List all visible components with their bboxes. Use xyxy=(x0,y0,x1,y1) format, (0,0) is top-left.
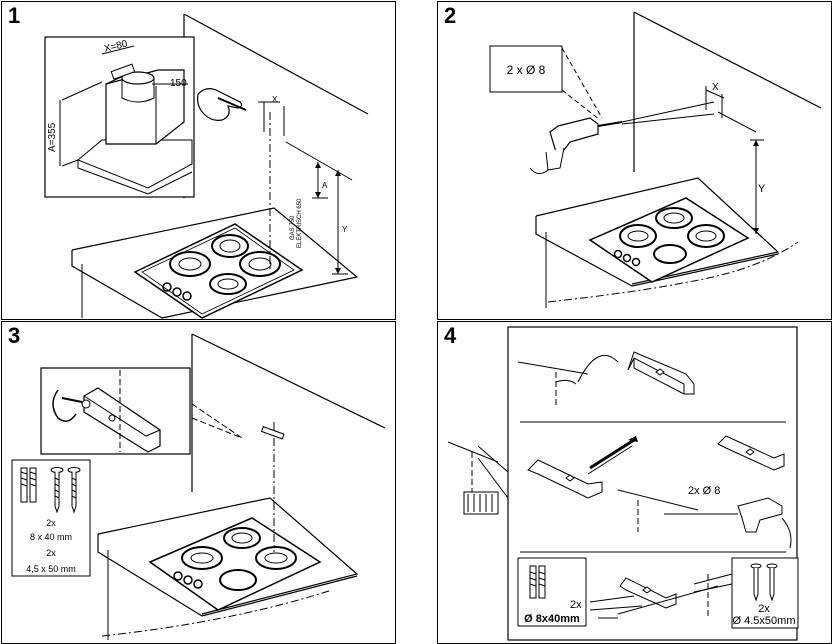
step-number: 4 xyxy=(444,323,457,348)
fixing-qty-2: 2x xyxy=(46,548,56,558)
label-x: X xyxy=(272,95,278,104)
fixing-size-2: 4,5 x 50 mm xyxy=(26,564,76,574)
label-a355: A=355 xyxy=(47,122,58,152)
panel-4: 4 2x Ø 8 xyxy=(437,321,832,644)
label-screw: Ø 4.5x50mm xyxy=(733,615,796,627)
label-elektrisch: ELEKTRISCH 650 xyxy=(297,198,303,248)
step-number: 2 xyxy=(444,3,457,28)
step-4-illustration: 2x Ø 8 2x Ø 8x40mm 2x Ø 4.5x50mm xyxy=(447,326,799,641)
step-1-illustration: X=80 150 A=355 X A Y GAS 750 ELEKTRISCH … xyxy=(44,13,369,319)
fixing-size-1: 8 x 40 mm xyxy=(30,532,72,542)
panel-3: 3 xyxy=(1,321,396,644)
label-gas: GAS 750 xyxy=(290,215,296,240)
step-3-illustration: 2x 8 x 40 mm 2x 4,5 x 50 mm xyxy=(11,333,386,640)
step-number: 1 xyxy=(8,3,21,28)
label-holes: 2 x Ø 8 xyxy=(507,63,546,77)
label-y: Y xyxy=(758,183,766,195)
panel-1: 1 xyxy=(1,1,396,320)
panel-2: 2 xyxy=(437,1,832,320)
label-a: A xyxy=(322,181,328,190)
label-x: X xyxy=(712,82,719,93)
step-number: 3 xyxy=(8,323,21,348)
label-150: 150 xyxy=(170,78,187,89)
label-qty-plug: 2x xyxy=(570,599,582,611)
fixing-qty-1: 2x xyxy=(46,518,56,528)
step-2-illustration: 2 x Ø 8 X Y xyxy=(489,11,822,308)
label-holes: 2x Ø 8 xyxy=(688,485,720,497)
label-y: Y xyxy=(342,225,348,234)
label-plug: Ø 8x40mm xyxy=(524,613,580,625)
label-qty-screw: 2x xyxy=(758,603,770,615)
